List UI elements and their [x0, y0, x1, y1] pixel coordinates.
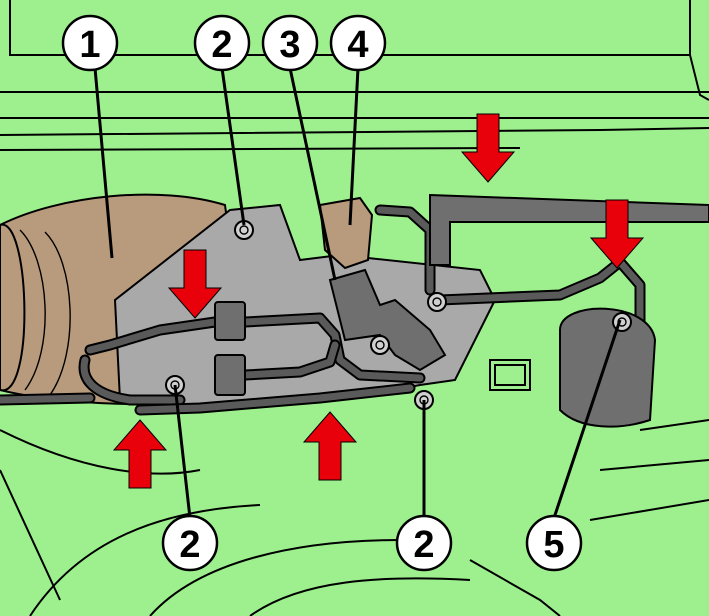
leader-2-top [220, 67, 246, 226]
red-arrow-icon [112, 419, 168, 489]
callout-circle-icon [61, 14, 119, 72]
bolt-icon [427, 292, 447, 312]
hose [241, 341, 339, 379]
callout-2-left: 2 [161, 514, 219, 572]
callouts: 1 2 3 4 2 2 5 [61, 14, 583, 572]
callout-5: 5 [525, 514, 583, 572]
canister-5 [559, 307, 657, 428]
red-arrow-icon [460, 113, 516, 183]
callout-label: 2 [413, 524, 434, 566]
callout-3: 3 [261, 14, 319, 72]
sensor-3-body [328, 268, 447, 372]
leader-4 [348, 67, 360, 226]
red-arrow-icon [302, 411, 358, 481]
callout-2-top: 2 [193, 14, 251, 72]
hose [80, 356, 184, 404]
callout-label: 2 [179, 524, 200, 566]
red-arrows [112, 113, 645, 489]
callout-label: 5 [543, 524, 564, 566]
callout-label: 2 [211, 24, 232, 66]
leader-1 [93, 67, 114, 259]
leader-2-left [173, 384, 192, 519]
callout-1: 1 [61, 14, 119, 72]
valve-body [214, 301, 246, 341]
bolt-head [375, 340, 385, 350]
red-arrow-icon [167, 249, 223, 319]
hose [136, 384, 414, 414]
bolt-icon [370, 335, 390, 355]
sensor-4-body [318, 196, 374, 270]
callout-2-middle: 2 [395, 514, 453, 572]
callout-circle-icon [261, 14, 319, 72]
valve-body [214, 354, 246, 396]
bolt-head [239, 225, 249, 235]
leader-lines [93, 67, 622, 519]
leader-3 [288, 67, 337, 281]
callout-circle-icon [193, 14, 251, 72]
valves [214, 193, 709, 428]
pipe-right [429, 193, 709, 266]
callout-circle-icon [525, 514, 583, 572]
callout-4: 4 [329, 14, 387, 72]
hose [0, 394, 94, 404]
callout-circle-icon [395, 514, 453, 572]
callout-label: 1 [79, 24, 100, 66]
hose [436, 258, 644, 364]
duct-rim [0, 223, 26, 392]
bolt-head [432, 297, 442, 307]
callout-label: 3 [279, 24, 300, 66]
callout-circle-icon [329, 14, 387, 72]
hose [86, 318, 219, 354]
callout-circle-icon [161, 514, 219, 572]
red-arrow-icon [589, 199, 645, 269]
leader-5 [552, 319, 622, 519]
callout-label: 4 [347, 24, 368, 66]
